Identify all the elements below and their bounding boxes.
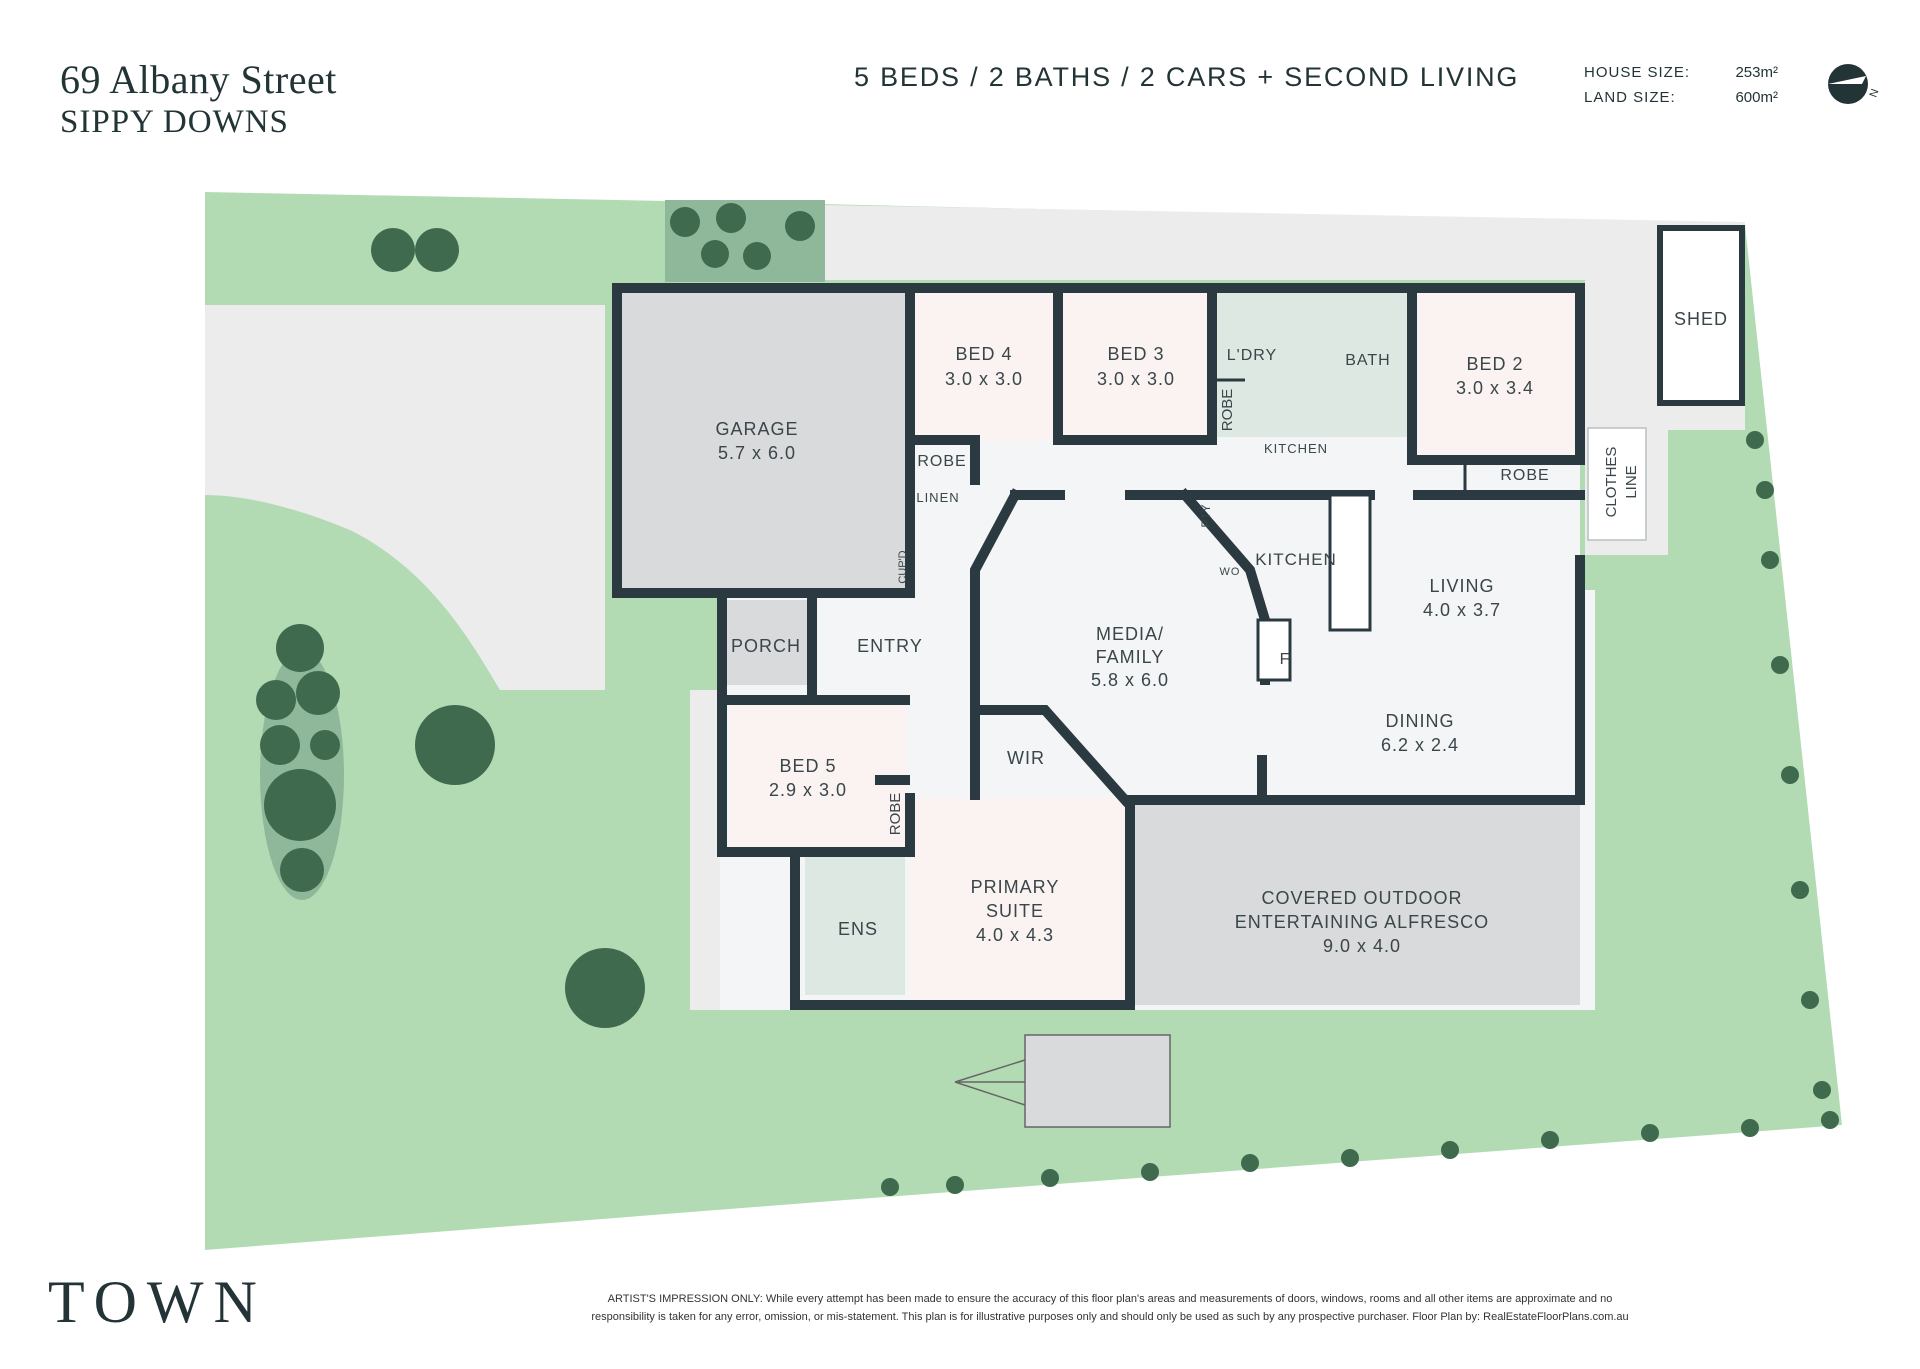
label-porch: PORCH (731, 636, 801, 656)
label-living-size: 4.0 x 3.7 (1423, 600, 1501, 620)
thin-walls (910, 378, 1467, 682)
disclaimer-line-1: ARTIST'S IMPRESSION ONLY: While every at… (607, 1293, 1613, 1305)
brand-logo: TOWN (48, 1269, 267, 1335)
label-bed2-size: 3.0 x 3.4 (1456, 378, 1534, 398)
house-size-value: 253m² (1735, 64, 1778, 81)
label-fridge: F (1280, 651, 1291, 668)
side-path (825, 205, 1745, 555)
label-bath: BATH (1345, 352, 1390, 369)
label-alfresco-2: ENTERTAINING ALFRESCO (1235, 912, 1489, 932)
label-dining-size: 6.2 x 2.4 (1381, 735, 1459, 755)
play-structure (1024, 1034, 1171, 1128)
label-bed5-size: 2.9 x 3.0 (769, 780, 847, 800)
label-bed2: BED 2 (1466, 354, 1523, 374)
room-ensuite (805, 855, 905, 995)
north-arrow-icon: N (1828, 64, 1882, 104)
driveway (205, 305, 605, 690)
room-wet-areas (1212, 292, 1412, 437)
room-bed4 (910, 292, 1058, 440)
label-primary-size: 4.0 x 4.3 (976, 925, 1054, 945)
label-line: LINE (1623, 465, 1640, 498)
disclaimer-line-2: responsibility is taken for any error, o… (591, 1311, 1629, 1323)
label-garage: GARAGE (715, 419, 798, 439)
address-line-2: SIPPY DOWNS (60, 104, 289, 140)
room-bed3 (1062, 292, 1212, 440)
room-bed2 (1418, 292, 1576, 457)
clothes-line (1587, 427, 1647, 541)
label-shed: SHED (1674, 309, 1728, 329)
label-garage-size: 5.7 x 6.0 (718, 443, 796, 463)
label-pantry: PTY (1199, 504, 1213, 527)
label-wir: WIR (1007, 748, 1045, 768)
trees (256, 203, 1839, 1196)
label-entry: ENTRY (857, 636, 923, 656)
label-cupboard: CUP'D (897, 550, 909, 583)
label-kitchen: KITCHEN (1264, 441, 1328, 456)
label-bed3: BED 3 (1107, 344, 1164, 364)
label-ensuite: ENS (838, 919, 878, 939)
room-alfresco (1130, 800, 1580, 1005)
address-line-1: 69 Albany Street (60, 57, 337, 102)
label-bed5: BED 5 (779, 756, 836, 776)
label-alfresco-size: 9.0 x 4.0 (1323, 936, 1401, 956)
label-dining: DINING (1386, 711, 1455, 731)
room-primary-suite (910, 798, 1125, 1008)
label-laundry: L'DRY (1227, 347, 1277, 364)
label-media: MEDIA/ (1096, 624, 1164, 644)
room-porch (720, 600, 812, 685)
label-robe-laundry: ROBE (1219, 389, 1236, 432)
label-robe-bed2: ROBE (1500, 467, 1549, 484)
label-bed4: BED 4 (955, 344, 1012, 364)
disclaimer: ARTIST'S IMPRESSION ONLY: While every at… (490, 1290, 1730, 1326)
label-wo: WO (1220, 566, 1241, 578)
label-media-size: 5.8 x 6.0 (1091, 670, 1169, 690)
label-linen: LINEN (916, 490, 959, 505)
house-size-label: HOUSE SIZE: (1584, 64, 1691, 81)
label-bed3-size: 3.0 x 3.0 (1097, 369, 1175, 389)
label-suite: SUITE (986, 901, 1044, 921)
property-summary: 5 BEDS / 2 BATHS / 2 CARS + SECOND LIVIN… (854, 62, 1520, 92)
compass-letter: N (1868, 87, 1882, 99)
label-living: LIVING (1429, 576, 1494, 596)
label-kitchen-main: KITCHEN (1255, 550, 1337, 569)
shed (1657, 225, 1745, 406)
land-size-value: 600m² (1735, 89, 1778, 106)
label-primary: PRIMARY (971, 877, 1060, 897)
label-robe-bed4: ROBE (917, 453, 966, 470)
label-bed4-size: 3.0 x 3.0 (945, 369, 1023, 389)
label-robe-bed5: ROBE (887, 793, 904, 836)
room-garage (615, 288, 910, 593)
label-alfresco-1: COVERED OUTDOOR (1261, 888, 1462, 908)
land-size-label: LAND SIZE: (1584, 89, 1676, 106)
label-clothes: CLOTHES (1603, 447, 1620, 518)
label-family: FAMILY (1096, 647, 1165, 667)
